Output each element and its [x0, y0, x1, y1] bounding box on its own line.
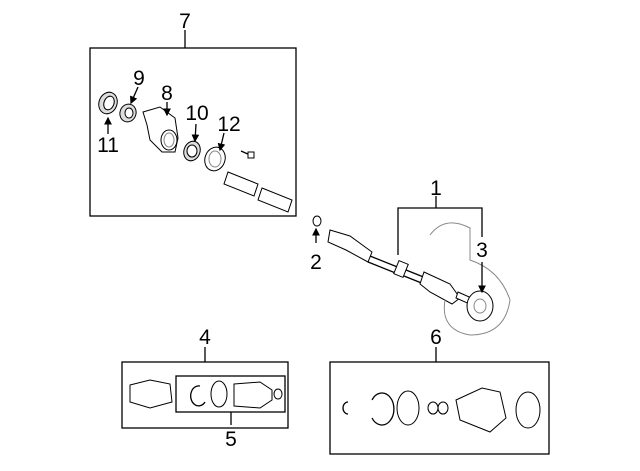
housing-8[interactable]	[142, 106, 179, 153]
callout-3: 3	[476, 239, 488, 262]
small-ring[interactable]	[273, 388, 283, 400]
outer-boot-kit-group[interactable]	[329, 347, 550, 455]
seal-11[interactable]	[96, 90, 120, 117]
callout-5: 5	[225, 428, 237, 451]
inner-shaft[interactable]	[223, 171, 293, 213]
callout-10: 10	[185, 102, 208, 125]
clip[interactable]	[190, 385, 206, 407]
small-clamp[interactable]	[427, 401, 439, 415]
outer-boot-kit-box	[329, 361, 550, 455]
callout-6: 6	[430, 326, 442, 349]
clip[interactable]	[342, 401, 349, 415]
callout-11: 11	[97, 134, 119, 157]
axle-assembly[interactable]	[327, 222, 511, 336]
leader-line-1	[397, 207, 483, 255]
arrow-10	[191, 123, 200, 143]
clamp-12[interactable]	[201, 144, 228, 173]
seal-10[interactable]	[181, 139, 203, 163]
inner-boot[interactable]	[129, 379, 173, 409]
clamp-ring[interactable]	[396, 390, 420, 426]
large-clamp[interactable]	[515, 391, 541, 429]
arrow-12	[217, 132, 226, 152]
snap-ring[interactable]	[371, 392, 395, 426]
inner-boot-kit-box	[121, 361, 289, 429]
outer-boot[interactable]	[233, 381, 273, 409]
outer-boot[interactable]	[455, 387, 507, 433]
inner-joint-kit-group[interactable]	[89, 30, 297, 217]
clamp-ring[interactable]	[210, 380, 228, 408]
bearing-9[interactable]	[117, 102, 138, 124]
callout-12: 12	[217, 113, 240, 136]
small-clamp[interactable]	[437, 401, 449, 415]
callout-9: 9	[133, 67, 145, 90]
callout-2: 2	[310, 251, 322, 274]
callout-1: 1	[430, 177, 442, 200]
callout-7: 7	[179, 10, 191, 33]
inner-joint-kit-box	[89, 47, 297, 217]
bolt[interactable]	[240, 150, 255, 159]
snap-ring-2[interactable]	[312, 215, 322, 227]
arrow-9	[130, 86, 139, 105]
callout-8: 8	[161, 82, 173, 105]
callout-4: 4	[199, 326, 211, 349]
inner-boot-kit-group[interactable]	[121, 347, 289, 429]
